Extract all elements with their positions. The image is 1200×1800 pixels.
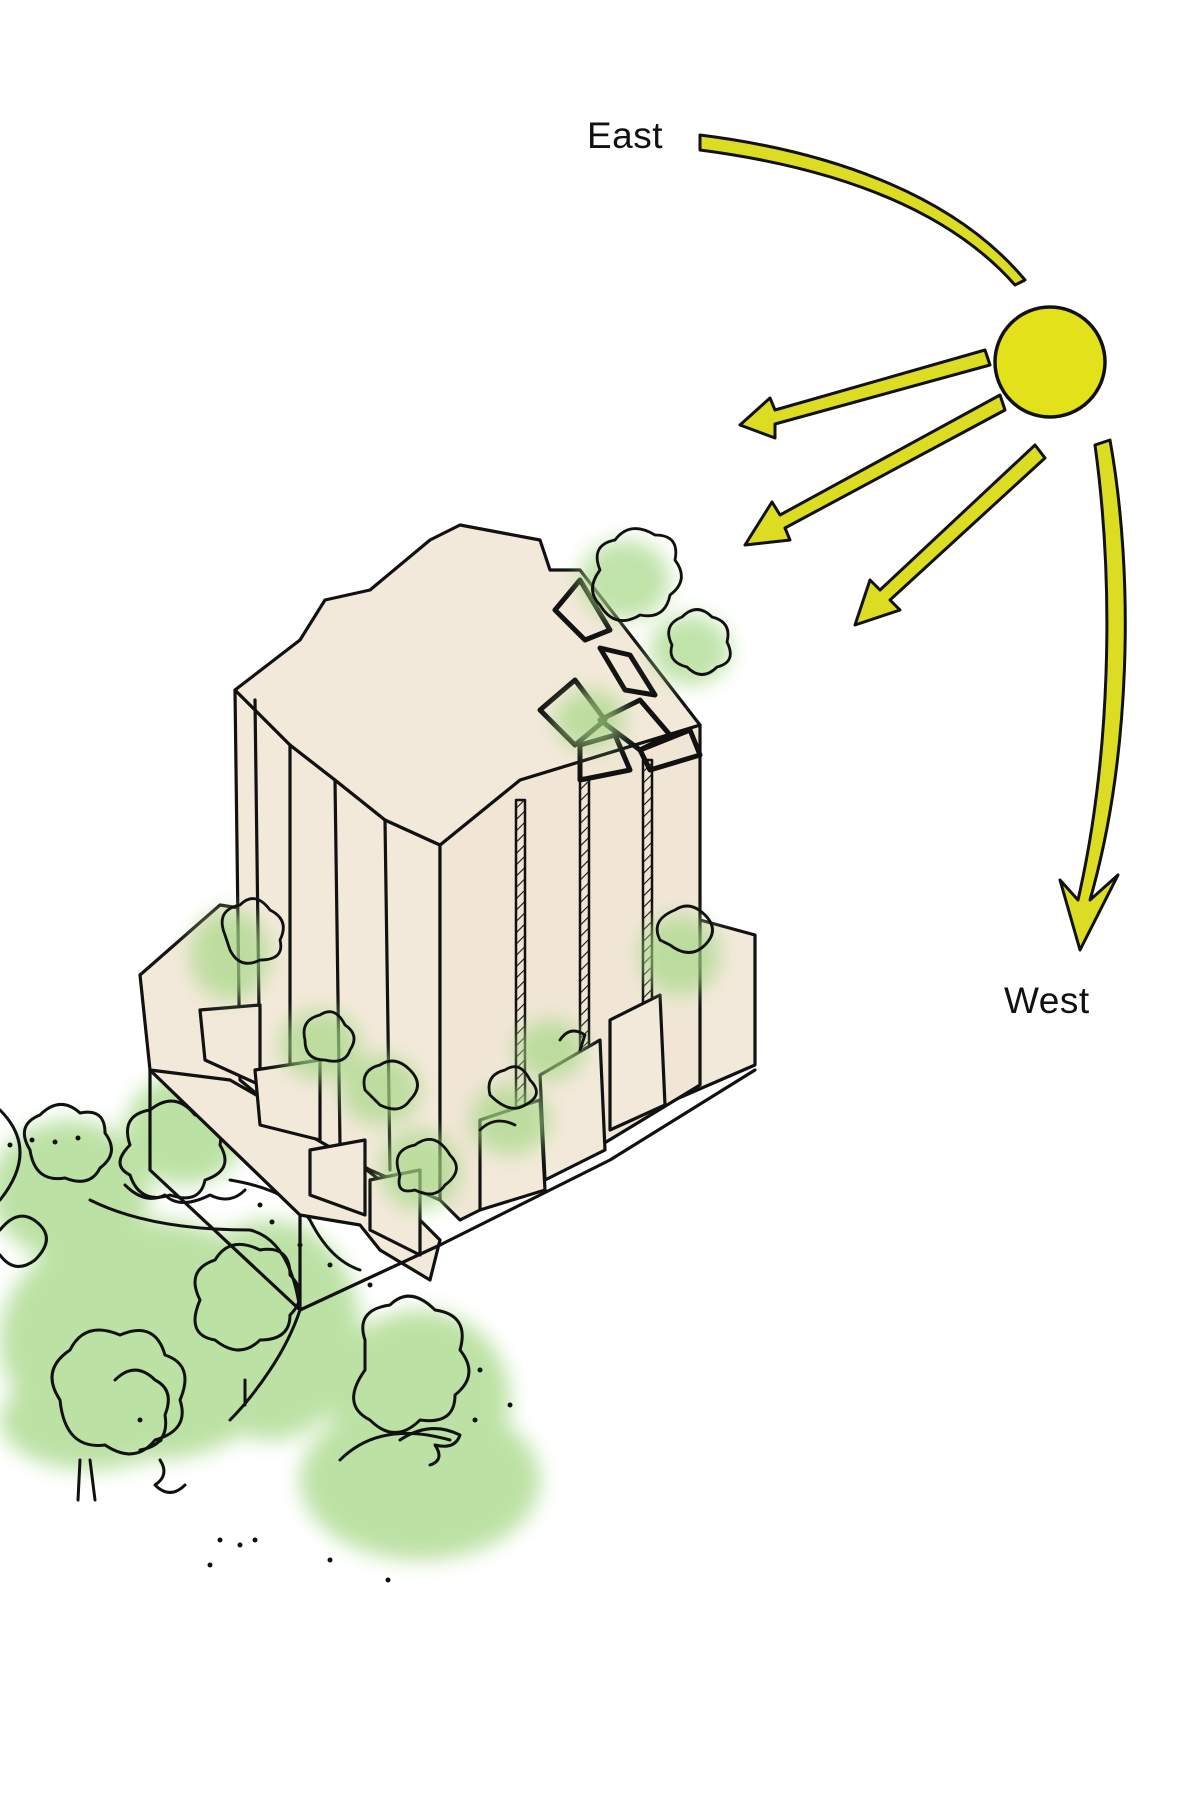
east-label: East — [587, 115, 664, 156]
building-foliage — [190, 540, 730, 1210]
sun-icon — [993, 305, 1107, 419]
ground-foliage — [0, 1075, 540, 1560]
west-label: West — [1004, 980, 1090, 1021]
tower-roof — [233, 523, 702, 847]
ground-trees — [0, 1099, 471, 1502]
arrow-icon — [698, 133, 1127, 952]
building-trees — [220, 527, 732, 1196]
